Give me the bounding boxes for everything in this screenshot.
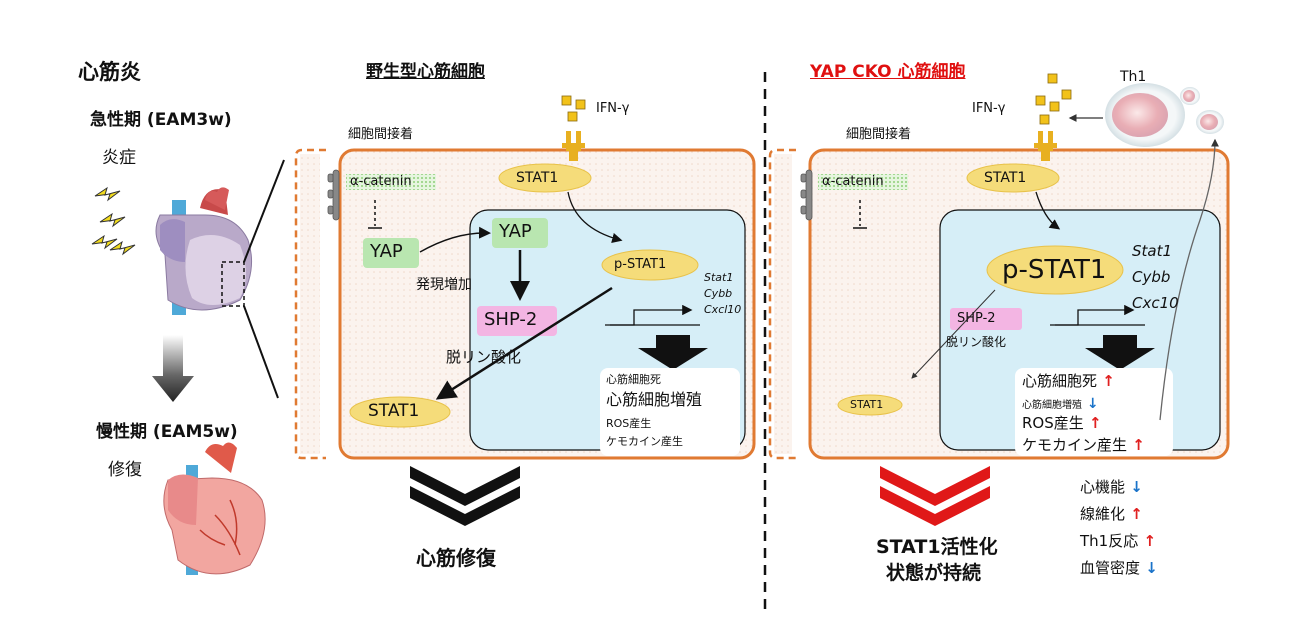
th1-label: Th1 <box>1120 69 1147 85</box>
cko-receptor-icon <box>1034 131 1057 161</box>
wt-outcome-box <box>600 368 740 456</box>
myocarditis-title: 心筋炎 <box>78 60 141 84</box>
cko-panel-title: YAP CKO 心筋細胞 <box>810 62 966 82</box>
wt-pstat1-label: p-STAT1 <box>614 257 667 272</box>
cko-ifn-label: IFN-γ <box>972 101 1006 116</box>
th1-cell-icon <box>1105 83 1224 147</box>
cko-outcome-death: 心筋細胞死 ↑ <box>1022 372 1115 390</box>
wt-stat1-top: STAT1 <box>516 170 559 186</box>
wt-panel-title: 野生型心筋細胞 <box>366 62 485 82</box>
cko-stat1-top: STAT1 <box>984 170 1027 186</box>
cko-gene-1: Stat1 <box>1132 242 1173 260</box>
wt-yap-nuc: YAP <box>499 221 532 242</box>
chronic-heart-illustration <box>163 442 266 575</box>
inflammation-label: 炎症 <box>102 148 136 168</box>
effect-vascular-density: 血管密度 ↓ <box>1080 559 1158 577</box>
cko-outcome-chemokine: ケモカイン産生 ↑ <box>1022 436 1145 454</box>
cko-outcome-proliferation: 心筋細胞増殖 ↓ <box>1022 396 1099 412</box>
wt-junction-label: 細胞間接着 <box>348 127 414 142</box>
effect-cardiac-function: 心機能 ↓ <box>1080 478 1143 496</box>
cko-outcome-ros: ROS産生 ↑ <box>1022 414 1102 432</box>
wt-stat1-bottom: STAT1 <box>368 401 420 421</box>
acute-phase-label: 急性期 (EAM3w) <box>90 110 232 130</box>
wt-outcome-chemokine: ケモカイン産生 <box>606 435 683 448</box>
cko-stat1-bottom: STAT1 <box>850 398 884 411</box>
cko-shp2-label: SHP-2 <box>957 311 996 326</box>
effect-fibrosis: 線維化 ↑ <box>1080 505 1143 523</box>
wt-cell-graphics <box>294 95 756 526</box>
wt-shp2-box <box>477 306 557 336</box>
wt-outcome-death: 心筋細胞死 <box>606 373 661 386</box>
wt-yap-cyto-box <box>363 238 419 268</box>
lightning-icons <box>91 186 136 256</box>
zoom-line-top <box>243 159 285 263</box>
effect-th1-response: Th1反応 ↑ <box>1080 532 1157 550</box>
wt-dephos-label: 脱リン酸化 <box>446 348 522 366</box>
cko-junction-label: 細胞間接着 <box>846 127 912 142</box>
cko-gene-2: Cybb <box>1132 268 1171 286</box>
cko-result-line1: STAT1活性化 <box>876 536 998 558</box>
wt-yap-cyto: YAP <box>370 241 403 262</box>
cko-gene-3: Cxc10 <box>1132 294 1179 312</box>
cko-catenin-label: α-catenin <box>822 174 884 189</box>
wt-expression-up-label: 発現増加 <box>416 277 472 293</box>
cko-dephos-label: 脱リン酸化 <box>946 335 1007 349</box>
cko-result-line2: 状態が持続 <box>886 562 982 584</box>
gray-progression-arrow <box>152 335 194 402</box>
acute-heart-illustration <box>155 187 253 315</box>
wt-shp2-label: SHP-2 <box>484 309 538 330</box>
wt-gene-1: Stat1 <box>704 271 734 284</box>
wt-ifn-label: IFN-γ <box>596 101 630 116</box>
cko-ifn-icon <box>1035 73 1072 125</box>
wt-yap-nuc-box <box>492 218 548 248</box>
wt-gene-3: Cxcl10 <box>704 303 742 316</box>
wt-outcome-ros: ROS産生 <box>606 417 652 430</box>
wt-outcome-proliferation: 心筋細胞増殖 <box>606 390 703 409</box>
wt-ifn-icon <box>561 95 586 122</box>
repair-label: 修復 <box>108 460 142 480</box>
cko-cell-graphics <box>768 73 1230 526</box>
chronic-phase-label: 慢性期 (EAM5w) <box>96 422 238 442</box>
wt-catenin-label: α-catenin <box>350 174 412 189</box>
cko-outcome-box <box>1015 368 1173 456</box>
wt-receptor-icon <box>562 131 585 161</box>
zoom-line-bottom <box>243 305 279 399</box>
wt-gene-2: Cybb <box>704 287 733 300</box>
wt-result-label: 心筋修復 <box>416 546 496 570</box>
cko-shp2-box <box>950 308 1022 330</box>
cko-pstat1-label: p-STAT1 <box>1002 255 1107 285</box>
